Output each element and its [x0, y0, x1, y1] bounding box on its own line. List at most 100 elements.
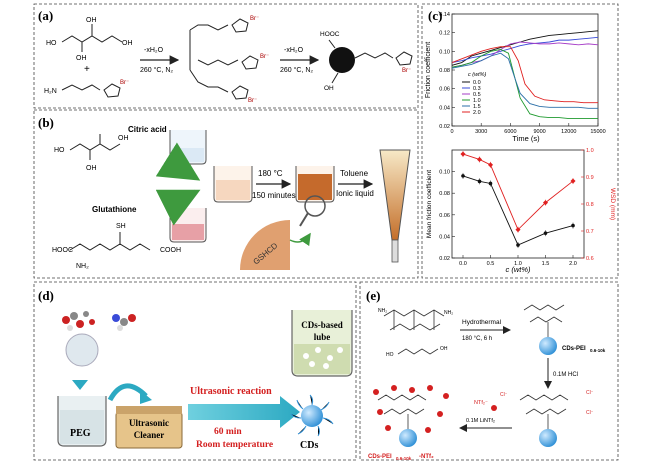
cds-pei-sub: 0.6-10k [590, 348, 606, 353]
y2-tick-label: 0.9 [586, 175, 594, 181]
step1-line2: 260 °C, N₂ [140, 66, 173, 74]
plus-sign: + [84, 64, 90, 75]
panel-d-label: (d) [38, 288, 54, 303]
citric-b-ho: HO [54, 147, 65, 154]
zoom-arrow [289, 232, 311, 247]
glutathione-nh2: NH₂ [76, 263, 89, 270]
hydrothermal-cond: 180 °C, 6 h [462, 336, 492, 342]
x-tick-label: 0.0 [459, 261, 467, 267]
cds-particle [290, 394, 334, 437]
cleaner-label-2: Cleaner [134, 430, 165, 440]
legend-entry: 0.5 [473, 92, 481, 98]
y-tick-label: 0.04 [439, 234, 450, 240]
legend-title: c (wt%) [468, 72, 487, 78]
legend-entry: 0.0 [473, 80, 481, 86]
glutathione-structure [69, 232, 151, 251]
glutathione-sh: SH [116, 223, 126, 230]
data-point-friction [488, 181, 493, 186]
chart-bot-series [460, 151, 576, 249]
citric-acid-structure [61, 24, 123, 52]
chart-bot-y2ticks: 0.60.70.80.91.0 [581, 148, 594, 262]
lube-label-1: CDs-based [301, 320, 343, 330]
ultrasonic-cleaner [115, 406, 183, 449]
x-tick-label: 2.0 [569, 261, 577, 267]
y2-tick-label: 0.7 [586, 229, 594, 235]
data-point-friction [461, 174, 465, 178]
series-line-1.0 [451, 48, 598, 119]
data-point-wsd [542, 200, 549, 206]
y-tick-label: 0.06 [439, 213, 450, 219]
final-sphere [399, 429, 417, 447]
citric-ho-left: HO [46, 40, 57, 47]
chart-bot-xlabel: c (wt%) [506, 265, 532, 274]
bromide-5: Br⁻ [402, 68, 411, 74]
panel-a-label: (a) [38, 8, 53, 23]
panel-e-label: (e) [366, 288, 380, 303]
amine-imidazolium-structure [61, 83, 121, 98]
x-tick-label: 0 [450, 129, 453, 135]
bromide-2: Br⁻ [250, 16, 259, 22]
y2-tick-label: 1.0 [586, 148, 594, 154]
chart-bot-ylabel: Mean friction coefficient [426, 170, 433, 238]
y-tick-label: 0.08 [439, 191, 450, 197]
citric-b-oh: OH [118, 135, 129, 142]
series-line-1.5 [451, 52, 598, 109]
citric-small-oh: OH [440, 346, 448, 352]
x-tick-label: 0.5 [487, 261, 495, 267]
data-point-friction [516, 243, 520, 247]
x-tick-label: 6000 [504, 129, 516, 135]
reaction-label: Ultrasonic reaction [190, 386, 272, 397]
y-tick-label: 0.12 [439, 31, 450, 37]
pei-nh2-2: NH₂ [444, 310, 453, 316]
final-label: CDs-PEI [368, 454, 392, 460]
chart-top-yticks: 0.020.040.060.080.100.120.14 [439, 12, 455, 130]
mean-friction-chart: 0.020.040.060.080.10 0.60.70.80.91.0 0.0… [426, 148, 616, 274]
ntf2-label: NTf₂⁻ [474, 400, 488, 406]
data-point-wsd [487, 162, 494, 168]
condition-time: 150 minutes [252, 191, 296, 200]
litnf-label: 0.1M LiNTf₂ [466, 418, 495, 424]
final-network [377, 394, 427, 432]
series-line-2.0 [451, 46, 598, 104]
molecule-models [62, 311, 136, 331]
data-point-wsd [460, 151, 466, 157]
panel-a: (a) HO OH OH OH + H₂N Br⁻ -xH₂O 260 °C, … [38, 8, 413, 104]
condition-temp: 180 °C [258, 169, 283, 178]
amine-h2n: H₂N [44, 88, 57, 95]
x-tick-label: 12000 [561, 129, 576, 135]
citric-small [397, 348, 439, 355]
peg-beaker [57, 396, 107, 447]
beaker-mix [213, 166, 253, 203]
hydrothermal-label: Hydrothermal [462, 319, 502, 326]
data-point-friction [477, 179, 482, 184]
hcl-label: 0.1M HCl [553, 372, 578, 378]
data-point-wsd [515, 227, 521, 233]
lube-label-2: lube [314, 332, 331, 342]
data-point-wsd [476, 156, 483, 162]
y-tick-label: 0.08 [439, 68, 450, 74]
protonated-sphere [539, 429, 557, 447]
bromide-3: Br⁻ [260, 54, 269, 60]
y-tick-label: 0.04 [439, 105, 450, 111]
citric-b-oh2: OH [86, 165, 97, 172]
citric-oh-top: OH [86, 17, 97, 24]
glutathione-label: Glutathione [92, 205, 137, 214]
final-ntf2-ions [373, 385, 449, 433]
room-temp-label: Room temperature [196, 440, 273, 450]
lube-beaker [291, 310, 353, 377]
big-process-arrow [188, 396, 300, 428]
chart-top-series [451, 30, 599, 119]
y2-tick-label: 0.8 [586, 202, 594, 208]
carbon-flake [65, 333, 99, 367]
product-chain [328, 39, 413, 84]
separatory-funnel [379, 149, 411, 263]
time-label: 60 min [214, 427, 242, 437]
legend-entry: 0.3 [473, 86, 481, 92]
series-line-0.0 [451, 30, 599, 66]
panel-d-border [33, 281, 357, 461]
chart-bot-frame [451, 149, 585, 259]
panel-b-border [33, 109, 419, 279]
